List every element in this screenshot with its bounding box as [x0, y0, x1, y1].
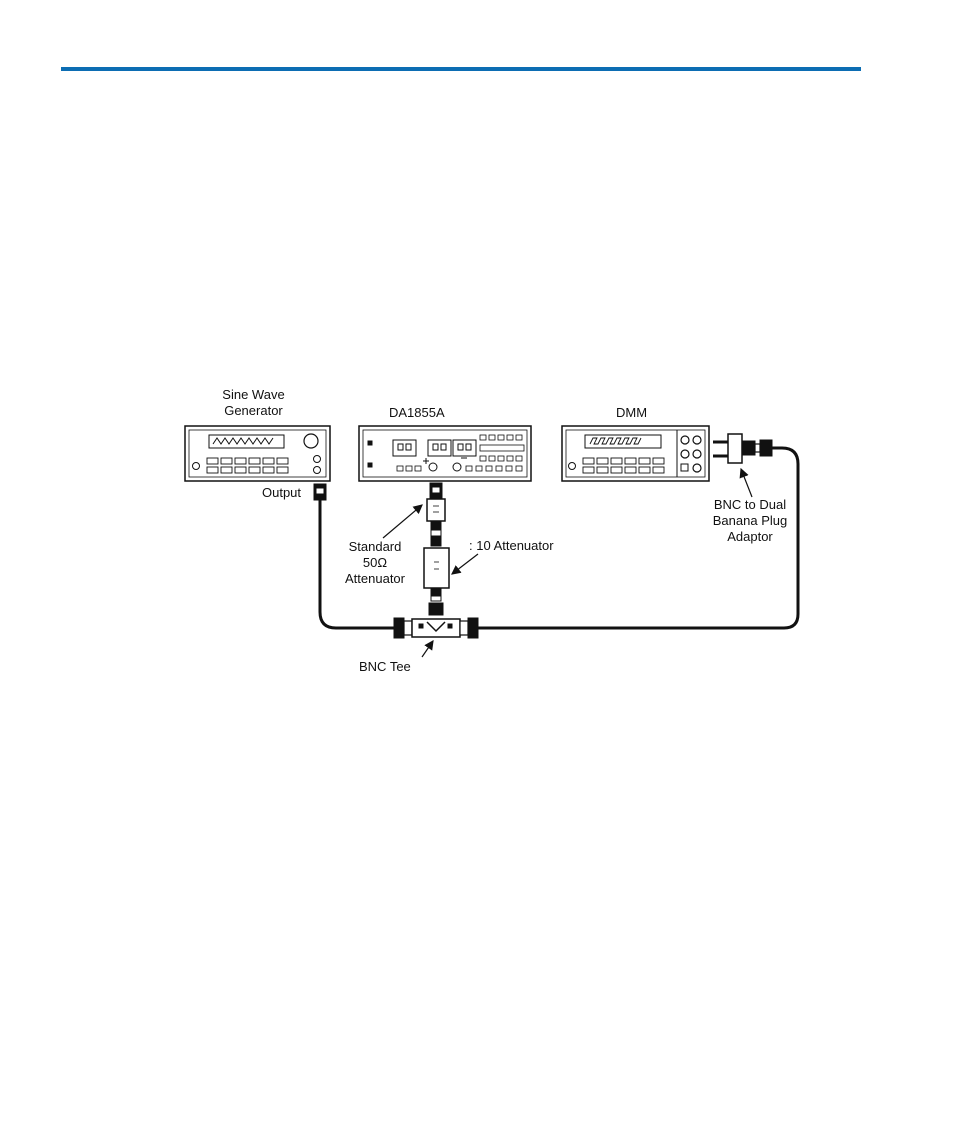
- output-connector: [314, 484, 326, 500]
- label-bnc-tee: BNC Tee: [359, 659, 411, 675]
- label-standard-attenuator: Standard 50Ω Attenuator: [335, 539, 415, 587]
- label-sine-wave-generator: Sine Wave Generator: [206, 387, 301, 419]
- dmm-instrument: [562, 426, 709, 481]
- label-attenuator-10: : 10 Attenuator: [469, 538, 554, 554]
- attenuator-chain: [424, 483, 449, 615]
- da1855a-instrument: [359, 426, 531, 481]
- bnc-tee: [394, 618, 478, 638]
- label-dmm: DMM: [616, 405, 647, 421]
- label-output: Output: [262, 485, 301, 501]
- label-da1855a: DA1855A: [389, 405, 445, 421]
- label-bnc-adaptor: BNC to Dual Banana Plug Adaptor: [700, 497, 800, 545]
- bnc-banana-adaptor: [713, 434, 772, 463]
- sine-wave-generator: [185, 426, 330, 481]
